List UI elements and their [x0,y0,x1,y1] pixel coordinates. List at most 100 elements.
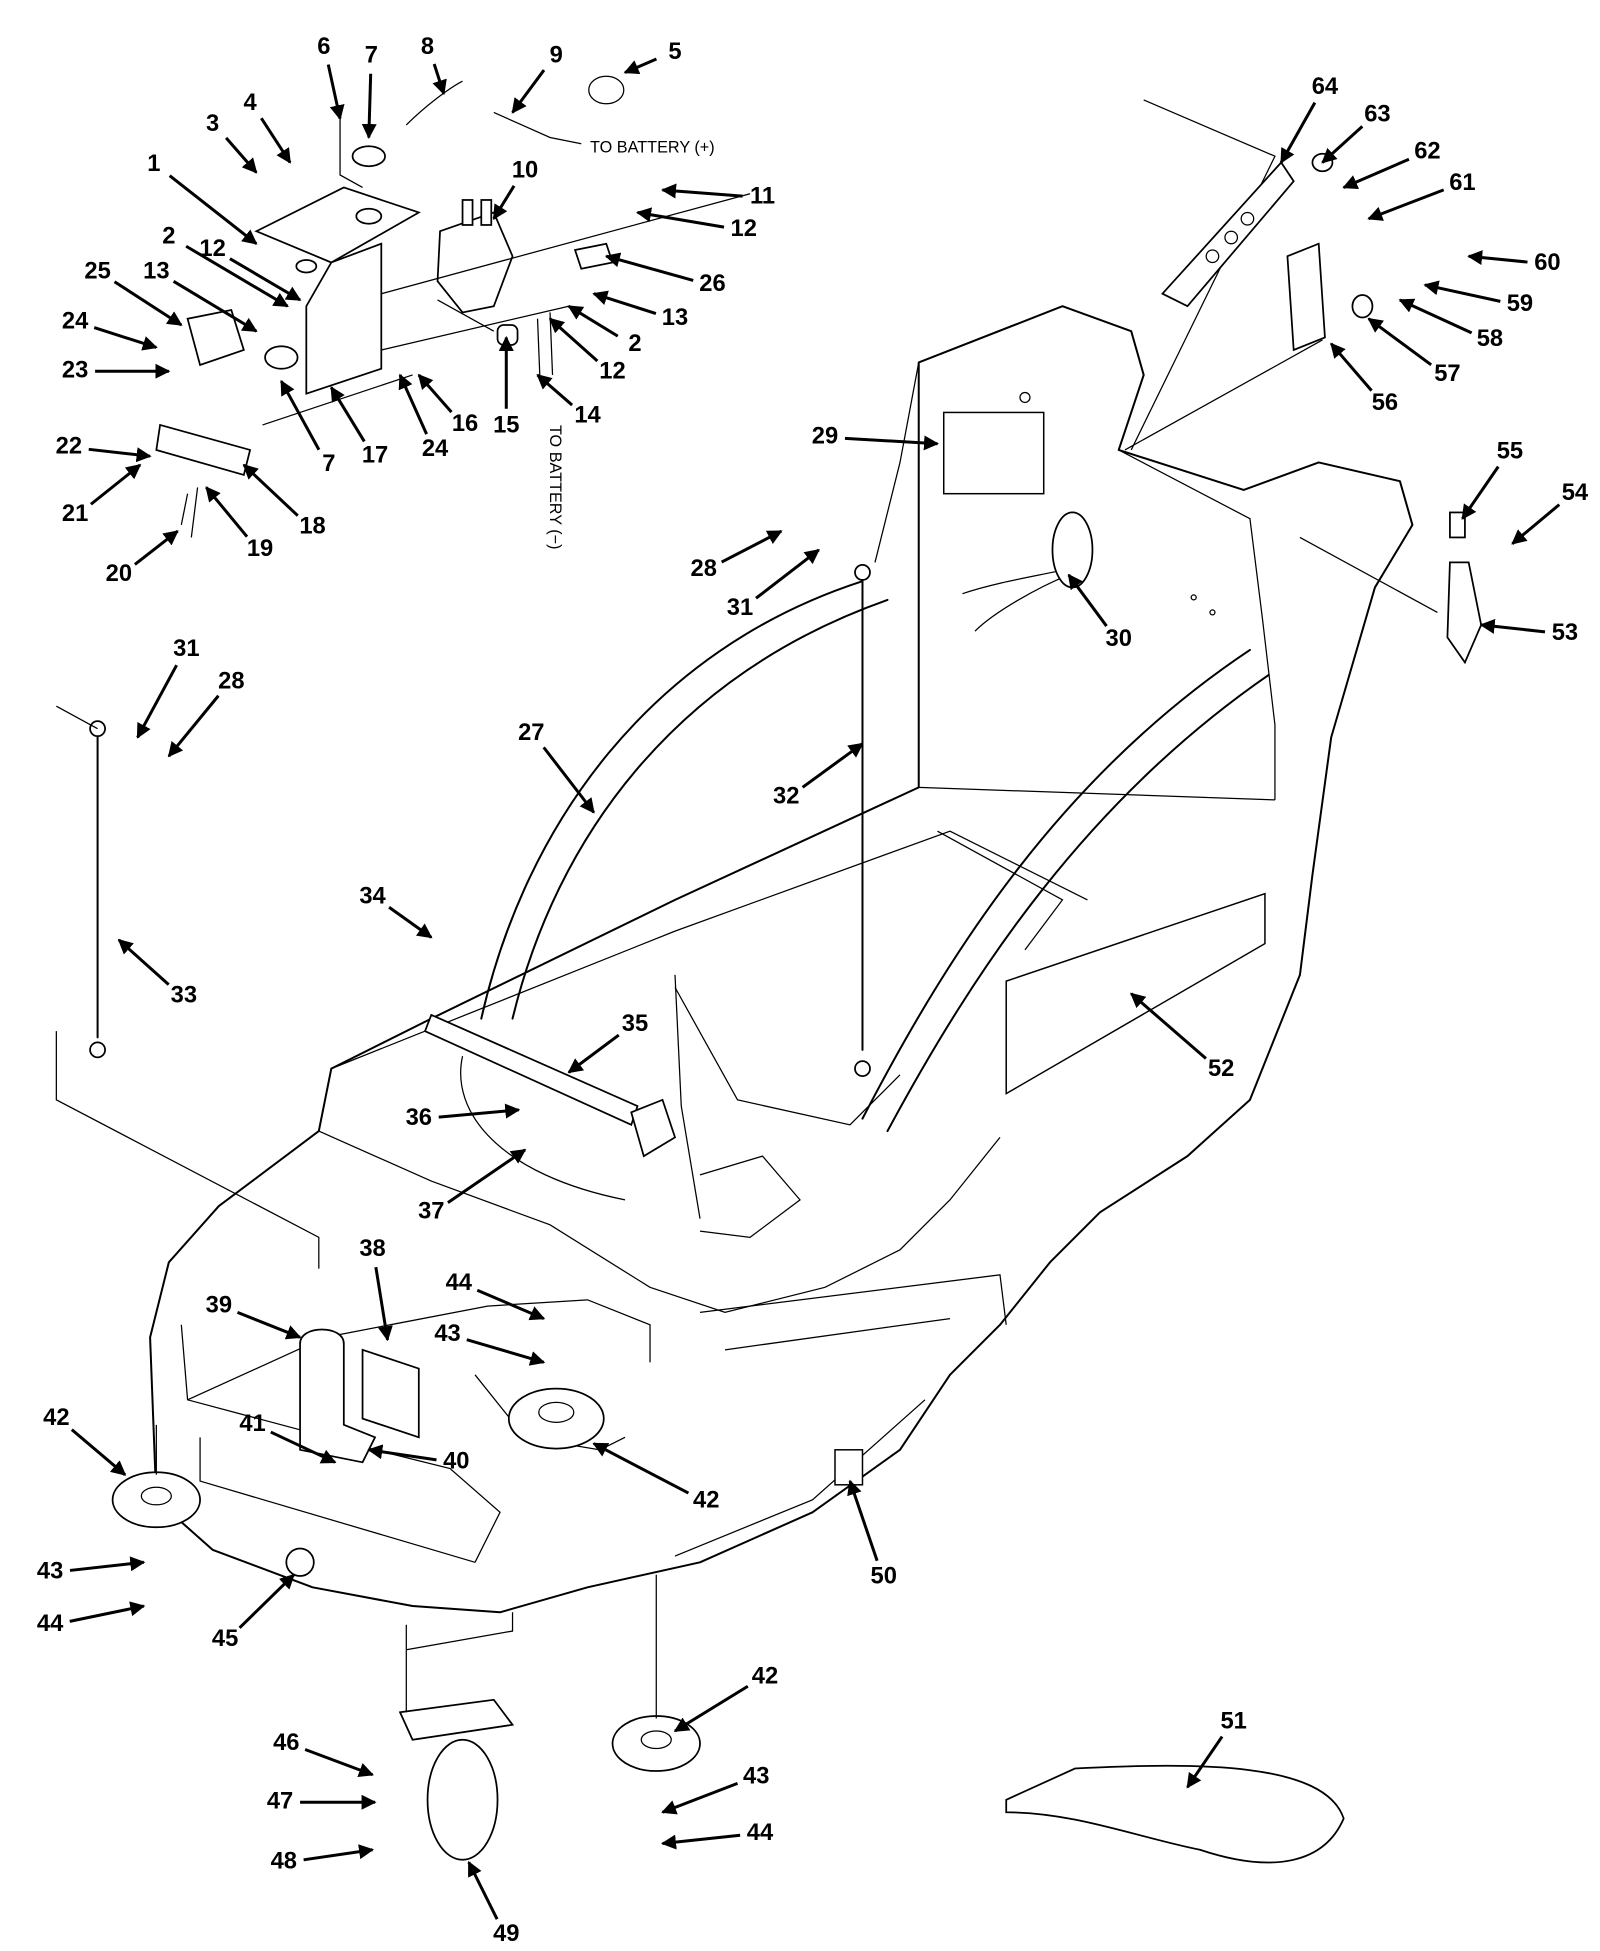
callout-arrow [113,280,183,327]
callout-arrow [1423,280,1501,303]
callout-arrow [673,1684,749,1733]
callout-40: 40 [443,1449,469,1475]
callout-44: 44 [747,1820,774,1846]
callout-arrow [447,1148,527,1204]
callout-5: 5 [668,39,681,65]
callout-18: 18 [299,514,325,540]
callout-arrow [374,1266,393,1342]
callout-23: 23 [62,357,88,383]
callout-arrow [270,1430,337,1464]
callout-2: 2 [162,224,175,250]
callout-arrow [398,373,428,435]
callout-arrow [467,1860,499,1920]
callout-arrow [133,529,179,566]
callout-arrow [844,435,939,451]
callout-45: 45 [212,1626,238,1652]
callout-59: 59 [1507,291,1533,317]
callout-arrow [242,463,299,517]
callout-9: 9 [550,43,563,69]
callout-37: 37 [418,1199,444,1225]
callout-34: 34 [359,884,386,910]
callout-22: 22 [56,434,82,460]
callout-arrow [801,742,864,789]
callout-3: 3 [206,111,219,137]
callout-24: 24 [422,436,449,462]
callout-arrow [172,280,258,333]
callout-arrow [1330,342,1373,392]
note-battery-negative: TO BATTERY (−) [546,425,564,550]
callout-28: 28 [218,669,244,695]
callout-29: 29 [812,424,838,450]
callout-1: 1 [147,151,160,177]
callout-arrow [623,57,658,75]
callout-19: 19 [247,536,273,562]
callout-2: 2 [628,331,641,357]
note-battery-positive: TO BATTERY (+) [590,138,715,156]
callout-20: 20 [106,561,132,587]
callout-25: 25 [84,259,110,285]
callout-43: 43 [37,1559,63,1585]
callout-arrow [304,1748,374,1778]
callout-12: 12 [731,216,757,242]
callout-21: 21 [62,501,88,527]
callout-10: 10 [512,157,538,183]
callout-arrow [1321,125,1364,164]
callout-13: 13 [143,259,169,285]
callout-49: 49 [493,1921,519,1947]
callout-15: 15 [493,412,519,438]
callout-arrow [567,304,619,338]
callout-arrow [438,1103,521,1119]
callout-arrow [661,183,743,199]
callout-arrow [1511,503,1561,545]
callout-12: 12 [599,359,625,385]
callout-arrow [592,1442,690,1495]
callout-arrow [536,373,574,407]
callout-arrow [167,694,220,758]
callout-arrow [238,1573,295,1629]
callout-arrow [224,136,258,174]
callout-35: 35 [622,1011,648,1037]
callout-arrow [661,1833,741,1850]
callout-arrow [1467,250,1528,266]
callout-33: 33 [171,982,197,1008]
callout-43: 43 [434,1321,460,1347]
callout-17: 17 [362,442,388,468]
callout-arrow [492,185,516,220]
callout-arrow [1367,317,1433,366]
callout-arrow [117,938,170,986]
control-bracket-assembly [155,75,751,538]
callout-53: 53 [1552,620,1578,646]
callout-28: 28 [691,556,717,582]
callout-arrow [367,1444,437,1462]
callout-arrow [1186,1735,1224,1789]
callout-arrow [476,1288,546,1321]
callout-48: 48 [271,1849,297,1875]
callout-16: 16 [452,411,478,437]
callout-arrow [417,373,453,414]
callout-arrow [604,252,694,282]
callout-12: 12 [199,236,225,262]
callout-arrow [548,317,599,363]
callout-arrow [88,447,152,463]
callout-arrow [70,1428,127,1476]
callout-arrow [755,548,820,600]
callout-55: 55 [1497,439,1523,465]
callout-32: 32 [773,784,799,810]
callout-arrow [636,207,725,229]
callout-arrow [90,463,142,506]
callout-61: 61 [1449,170,1475,196]
callout-42: 42 [43,1405,69,1431]
callout-arrow [542,746,595,814]
callout-36: 36 [406,1105,432,1131]
callout-arrow [326,64,345,121]
callout-arrow [236,1310,302,1340]
callout-arrow [1279,101,1317,164]
callout-arrow [592,290,657,315]
callout-arrow [567,1033,620,1074]
callout-56: 56 [1372,390,1398,416]
callout-58: 58 [1477,326,1503,352]
callout-42: 42 [752,1664,778,1690]
callout-arrow [185,244,289,308]
callout-42: 42 [693,1487,719,1513]
